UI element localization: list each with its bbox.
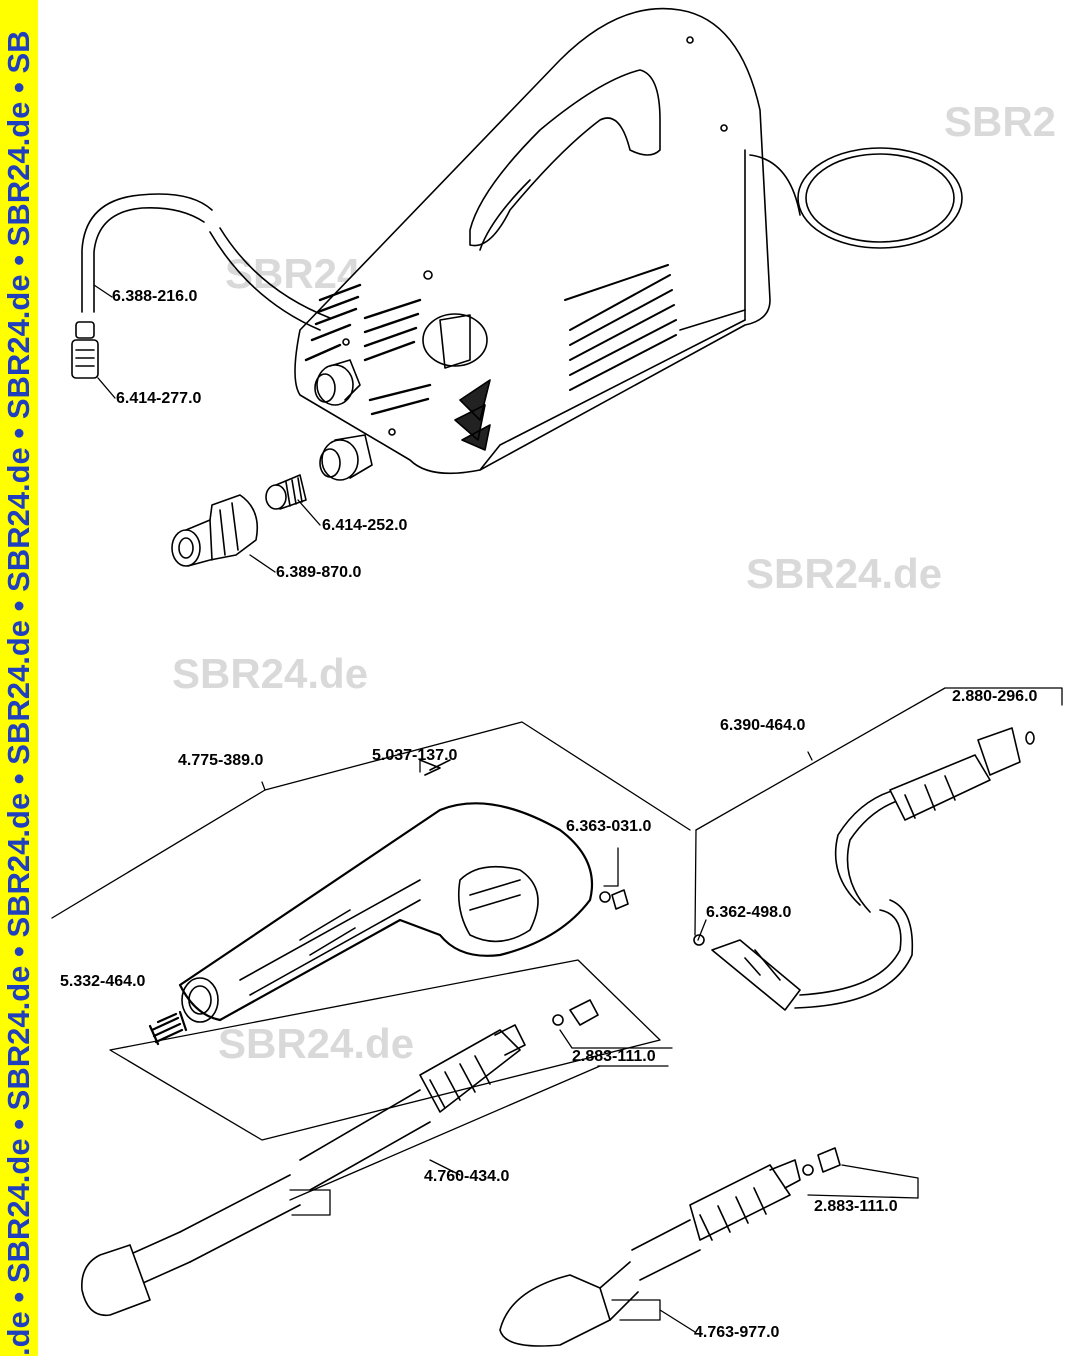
part-label-2.880-296.0: 2.880-296.0 bbox=[952, 688, 1038, 705]
part-label-2.883-111.0: 2.883-111.0 bbox=[572, 1048, 656, 1065]
rotary-nozzle-lance-drawing bbox=[500, 1148, 840, 1346]
part-label-6.414-252.0: 6.414-252.0 bbox=[322, 517, 408, 534]
watermark: SBR2 bbox=[944, 98, 1057, 145]
suction-hose-drawing bbox=[82, 194, 330, 330]
leader-lines bbox=[52, 285, 1062, 1332]
part-label-2.883-111.0: 2.883-111.0 bbox=[814, 1198, 898, 1215]
part-label-6.362-498.0: 6.362-498.0 bbox=[706, 904, 792, 921]
garden-hose-coupling-drawing bbox=[172, 495, 257, 566]
part-label-5.037-137.0: 5.037-137.0 bbox=[372, 747, 458, 764]
watermark: SBR24.de bbox=[218, 1020, 415, 1067]
part-label-5.332-464.0: 5.332-464.0 bbox=[60, 973, 146, 990]
part-label-4.763-977.0: 4.763-977.0 bbox=[694, 1324, 780, 1341]
side-banner: .de • SBR24.de • SBR24.de • SBR24.de • S… bbox=[0, 0, 38, 1356]
watermark: SBR24.de bbox=[172, 650, 369, 697]
part-label-6.388-216.0: 6.388-216.0 bbox=[112, 288, 198, 305]
part-label-6.390-464.0: 6.390-464.0 bbox=[720, 717, 806, 734]
suction-filter-drawing bbox=[72, 322, 98, 378]
part-label-6.363-031.0: 6.363-031.0 bbox=[566, 818, 652, 835]
watermark: SBR24.de bbox=[746, 550, 943, 597]
inlet-sieve-drawing bbox=[266, 475, 306, 509]
nut-drawing bbox=[600, 890, 628, 909]
part-label-4.760-434.0: 4.760-434.0 bbox=[424, 1168, 510, 1185]
part-label-6.389-870.0: 6.389-870.0 bbox=[276, 564, 362, 581]
washer-body-drawing bbox=[295, 9, 962, 480]
part-label-4.775-389.0: 4.775-389.0 bbox=[178, 752, 264, 769]
high-pressure-hose-drawing bbox=[694, 728, 1034, 1010]
part-label-6.414-277.0: 6.414-277.0 bbox=[116, 390, 202, 407]
spray-lance-drawing bbox=[82, 1000, 598, 1315]
spray-gun-drawing bbox=[180, 760, 592, 1022]
